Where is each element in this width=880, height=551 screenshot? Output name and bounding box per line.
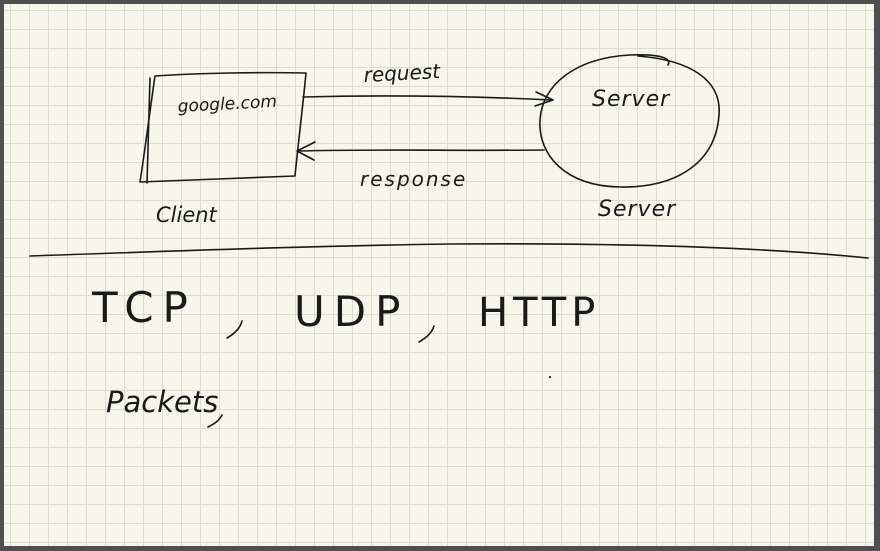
server-circle-text: Server [592,87,671,112]
client-box [139,71,307,183]
protocol-http: HTTP [478,290,600,336]
client-box-overstroke [146,77,151,184]
request-arrow [302,95,553,101]
response-label: response [360,167,467,191]
stray-dot [548,375,552,379]
divider-line [29,243,869,259]
response-arrow [297,149,545,152]
comma-1 [226,320,243,339]
server-label: Server [598,197,677,222]
client-label: Client [156,203,218,227]
response-arrowhead [296,141,316,161]
request-arrowhead [534,91,554,107]
protocol-tcp: TCP [91,283,197,332]
packets-text: Packets [106,385,218,419]
request-label: request [363,59,442,87]
protocol-udp: UDP [294,287,409,336]
comma-2 [418,325,435,343]
client-box-text: google.com [177,92,277,117]
comma-3 [207,414,223,428]
server-circle [539,54,720,188]
